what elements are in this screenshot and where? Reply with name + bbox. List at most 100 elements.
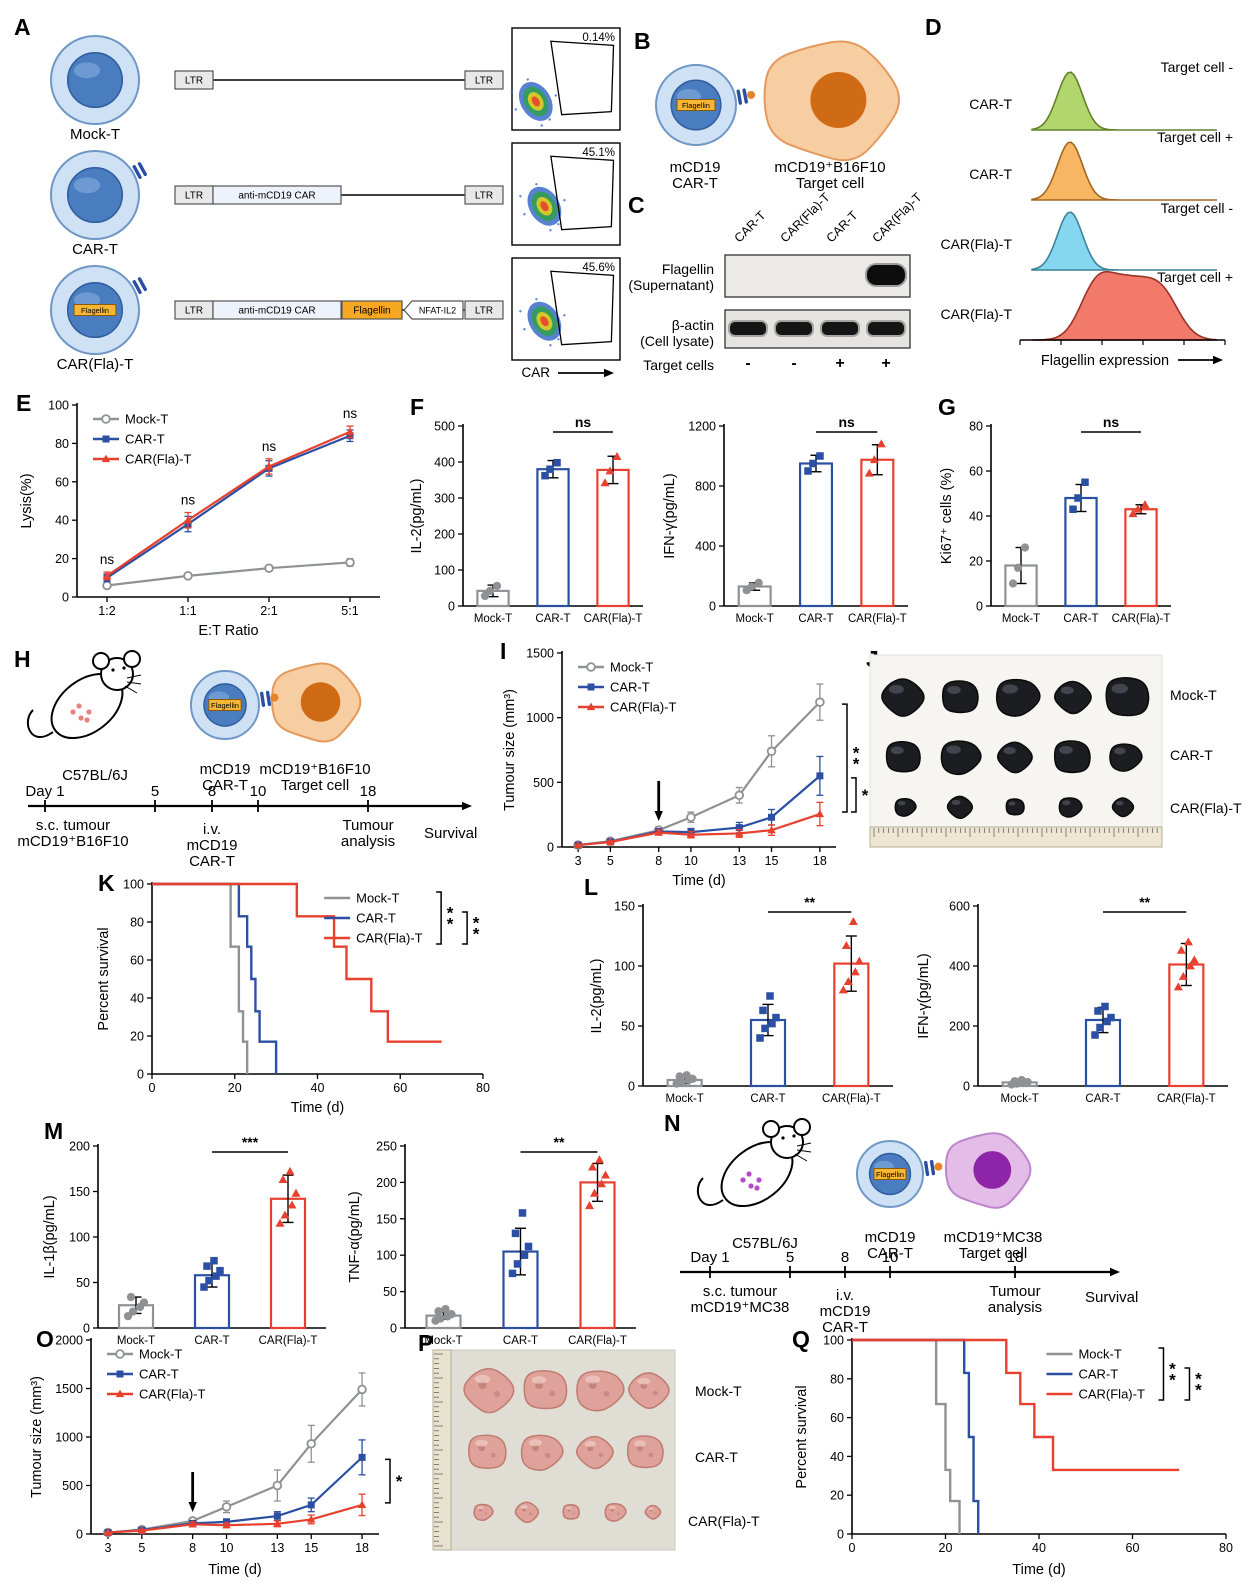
svg-text:Mock-T: Mock-T — [125, 412, 168, 427]
n-car-label-2: CAR-T — [867, 1245, 913, 1262]
svg-text:*: * — [862, 786, 869, 805]
photo-tumours-b16f10 — [869, 654, 1163, 848]
survival-CAR-T — [152, 882, 278, 1074]
target-cells-sign-2: - — [791, 355, 797, 372]
svg-text:Mock-T: Mock-T — [1078, 1347, 1121, 1362]
svg-text:150: 150 — [376, 1212, 397, 1226]
panel-b-car-label-1: mCD19 — [669, 159, 721, 176]
target-cell-icon — [763, 40, 901, 162]
svg-text:Ki67⁺ cells (%): Ki67⁺ cells (%) — [939, 468, 955, 564]
svg-text:80: 80 — [130, 916, 144, 930]
svg-text:CAR(Fla)-T: CAR(Fla)-T — [139, 1387, 205, 1402]
svg-text:150: 150 — [614, 900, 635, 914]
panel-c-western-blot — [724, 254, 911, 349]
j-row-label-car: CAR-T — [1170, 747, 1213, 763]
svg-text:20: 20 — [969, 555, 983, 569]
svg-text:Mock-T: Mock-T — [665, 1093, 703, 1105]
series-Mock-T — [107, 1388, 363, 1534]
svg-text:ns: ns — [262, 439, 277, 454]
panel-label-b: B — [634, 28, 651, 54]
svg-text:CAR-T: CAR-T — [139, 1367, 179, 1382]
panel-b-target-label-1: mCD19⁺B16F10 — [774, 159, 886, 176]
svg-text:40: 40 — [830, 1450, 844, 1464]
panel-label-i: I — [500, 638, 507, 664]
panel-label-e: E — [16, 390, 32, 416]
n-sc-label-2: mCD19⁺MC38 — [690, 1299, 790, 1316]
svg-text:***: *** — [242, 1134, 259, 1150]
n-day-10: 10 — [881, 1249, 899, 1266]
n-day-8: 8 — [840, 1249, 850, 1266]
survival-CAR(Fla)-T — [152, 882, 442, 1043]
svg-text:80: 80 — [830, 1372, 844, 1386]
svg-text:Mock-T: Mock-T — [735, 613, 773, 625]
svg-text:ns: ns — [181, 493, 196, 508]
svg-text:Percent survival: Percent survival — [794, 1385, 810, 1488]
hist-condition-label-4: Target cell + — [1157, 269, 1233, 285]
n-sc-label-1: s.c. tumour — [702, 1283, 778, 1300]
svg-text:80: 80 — [476, 1081, 490, 1095]
svg-text:20: 20 — [55, 552, 69, 566]
photo-tumours-mc38 — [432, 1349, 676, 1551]
panel-label-k: K — [98, 870, 115, 896]
target-cell-icon — [944, 1132, 1032, 1209]
svg-text:LTR: LTR — [185, 191, 203, 202]
svg-text:CAR-T: CAR-T — [356, 911, 396, 926]
svg-text:100: 100 — [48, 399, 69, 413]
svg-text:0: 0 — [62, 591, 69, 605]
svg-text:LTR: LTR — [475, 191, 493, 202]
target-cell-icon — [270, 662, 362, 743]
n-day-1: Day 1 — [690, 1249, 730, 1266]
svg-text:**: ** — [554, 1134, 565, 1150]
svg-text:anti-mCD19 CAR: anti-mCD19 CAR — [238, 306, 315, 317]
svg-text:15: 15 — [304, 1541, 318, 1555]
svg-text:Mock-T: Mock-T — [610, 660, 653, 675]
svg-text:18: 18 — [813, 854, 827, 868]
h-iv-label-2: mCD19 — [186, 837, 238, 854]
series-CAR-T — [107, 1456, 363, 1534]
svg-text:0: 0 — [837, 1528, 844, 1542]
svg-text:20: 20 — [228, 1081, 242, 1095]
svg-text:200: 200 — [69, 1140, 90, 1154]
svg-text:*: * — [396, 1472, 403, 1491]
svg-text:ns: ns — [343, 406, 358, 421]
svg-text:45.6%: 45.6% — [582, 262, 615, 274]
svg-text:CAR-T: CAR-T — [1078, 1367, 1118, 1382]
svg-text:13: 13 — [270, 1541, 284, 1555]
h-iv-label-3: CAR-T — [189, 853, 235, 870]
svg-text:300: 300 — [434, 492, 455, 506]
svg-text:20: 20 — [130, 1030, 144, 1044]
h-day-10: 10 — [249, 783, 267, 800]
h-day-5: 5 — [150, 783, 160, 800]
svg-text:3: 3 — [575, 854, 582, 868]
h-target-label-1: mCD19⁺B16F10 — [259, 761, 371, 778]
svg-text:20: 20 — [830, 1489, 844, 1503]
svg-text:Flagellin: Flagellin — [211, 701, 239, 710]
svg-text:60: 60 — [55, 475, 69, 489]
svg-text:60: 60 — [830, 1411, 844, 1425]
hist-condition-label-1: Target cell - — [1160, 59, 1233, 75]
svg-text:IL-2(pg/mL): IL-2(pg/mL) — [589, 959, 605, 1034]
h-car-label-1: mCD19 — [199, 761, 251, 778]
svg-text:CAR(Fla)-T: CAR(Fla)-T — [848, 613, 907, 625]
n-car-label-1: mCD19 — [864, 1229, 916, 1246]
series-Mock-T — [106, 561, 351, 587]
svg-text:Time (d): Time (d) — [208, 1562, 261, 1578]
svg-text:0: 0 — [149, 1081, 156, 1095]
svg-text:0.14%: 0.14% — [582, 32, 615, 44]
svg-text:IL-2(pg/mL): IL-2(pg/mL) — [409, 479, 425, 554]
svg-text:ns: ns — [100, 552, 115, 567]
panel-label-p: P — [418, 1330, 434, 1356]
svg-text:8: 8 — [655, 854, 662, 868]
svg-text:CAR-T: CAR-T — [610, 680, 650, 695]
mouse-icon — [26, 650, 142, 740]
svg-text:CAR(Fla)-T: CAR(Fla)-T — [259, 1335, 318, 1347]
n-analysis-label-2: analysis — [987, 1299, 1043, 1316]
svg-text:1000: 1000 — [526, 711, 554, 725]
svg-text:45.1%: 45.1% — [582, 147, 615, 159]
svg-text:CAR: CAR — [521, 365, 550, 380]
svg-text:anti-mCD19 CAR: anti-mCD19 CAR — [238, 191, 315, 202]
